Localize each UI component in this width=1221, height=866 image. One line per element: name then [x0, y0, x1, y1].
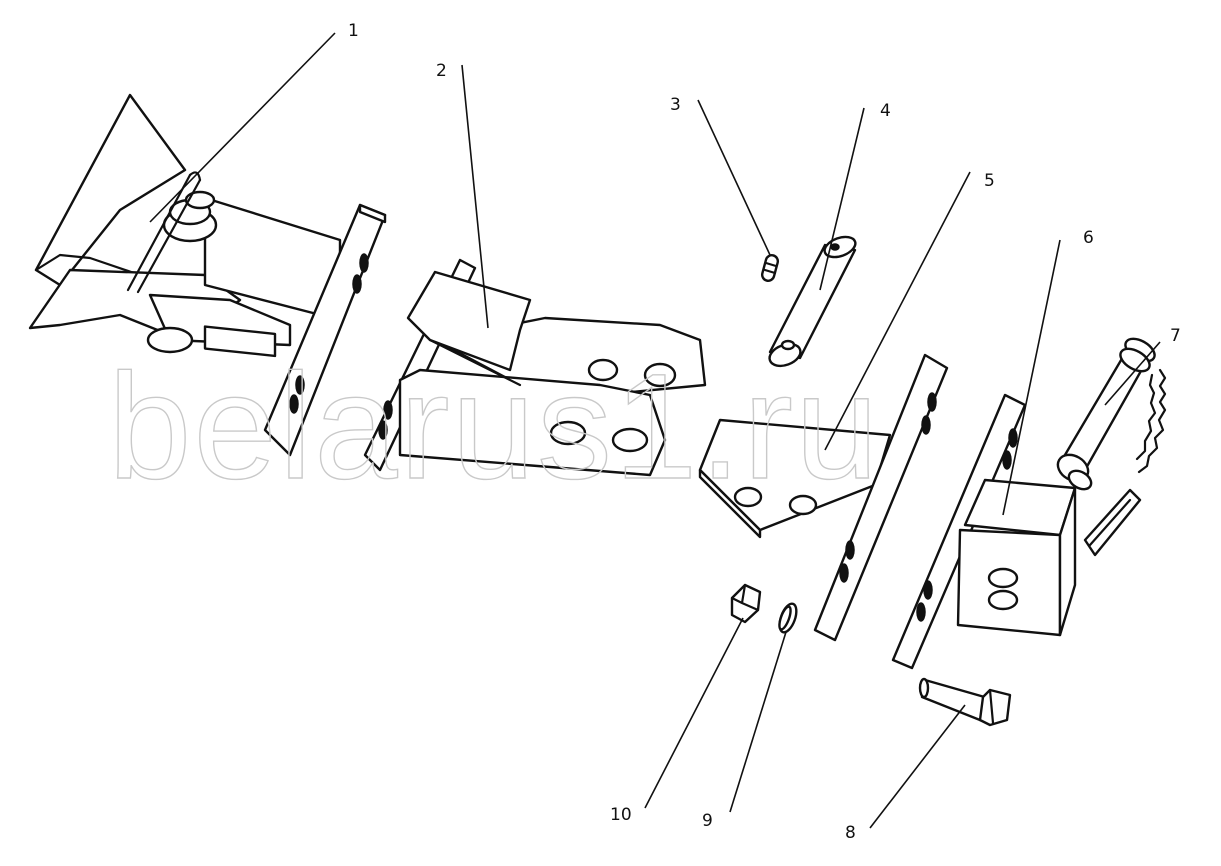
- leader-4: [819, 107, 865, 291]
- leader-8: [869, 704, 966, 829]
- leader-3: [697, 99, 771, 256]
- leader-2: [461, 64, 489, 329]
- leader-1: [149, 32, 336, 223]
- callout-9: 9: [702, 811, 713, 831]
- callout-4: 4: [880, 101, 891, 121]
- part-2-clevis-fork: [363, 258, 707, 477]
- part-6-block: [891, 393, 1077, 670]
- callout-5: 5: [984, 171, 995, 191]
- watermark-text: belarus1.ru: [108, 342, 880, 510]
- callout-3: 3: [670, 95, 681, 115]
- leader-lines: [149, 32, 1161, 829]
- part-5-drawbar-plate: [698, 353, 949, 642]
- part-10-nut: [730, 583, 762, 624]
- leader-5: [824, 171, 971, 451]
- callout-6: 6: [1083, 228, 1094, 248]
- leader-9: [729, 631, 787, 813]
- leader-7: [1104, 341, 1161, 406]
- callout-2: 2: [436, 61, 447, 81]
- callout-10: 10: [610, 805, 632, 825]
- callout-1: 1: [348, 21, 359, 41]
- part-4-pin: [768, 235, 857, 368]
- callout-7: 7: [1170, 326, 1181, 346]
- leader-10: [644, 617, 744, 809]
- part-8-bolt: [918, 677, 1012, 727]
- part-9-washer: [778, 602, 798, 634]
- leader-6: [1002, 239, 1061, 516]
- part-3-spring-pin: [760, 254, 780, 282]
- part-1-hook-bracket: [28, 93, 387, 457]
- callout-labels: 1 2 3 4 5 6 7 8 9 10: [348, 21, 1181, 843]
- callout-8: 8: [845, 823, 856, 843]
